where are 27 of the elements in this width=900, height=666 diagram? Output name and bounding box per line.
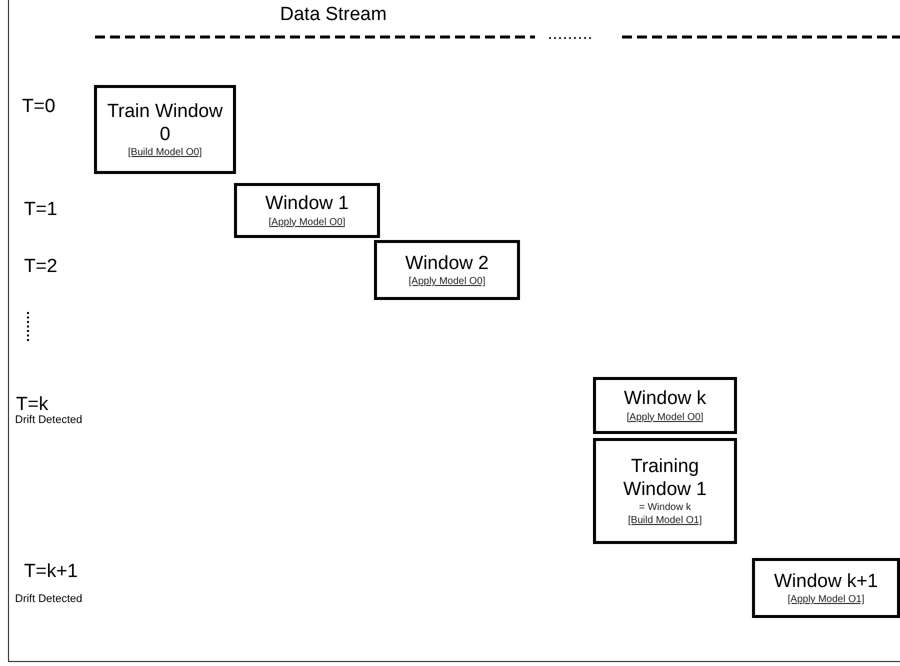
window-box bbox=[593, 438, 737, 544]
window-box bbox=[593, 377, 737, 434]
window-box bbox=[752, 558, 900, 618]
window-note: = Window k bbox=[639, 501, 691, 514]
time-label: T=1 bbox=[24, 199, 58, 222]
time-label: T=k+1 bbox=[24, 561, 78, 584]
model-action: [Build Model O0] bbox=[128, 146, 202, 160]
window-title: Window k+1 bbox=[774, 570, 878, 594]
window-title: Window 2 bbox=[405, 252, 489, 276]
model-action: [Apply Model O0] bbox=[268, 216, 346, 229]
model-action: [Build Model O1] bbox=[628, 514, 702, 528]
window-title: Window 1 bbox=[265, 192, 349, 216]
window-title: Train Window 0 bbox=[106, 100, 224, 146]
model-action: [Apply Model O1] bbox=[788, 593, 864, 606]
window-title: Training Window 1 bbox=[622, 454, 708, 502]
time-label: T=2 bbox=[24, 256, 58, 279]
window-box bbox=[374, 240, 520, 300]
status-note: Drift Detected bbox=[15, 593, 82, 606]
window-box bbox=[234, 183, 380, 238]
window-title: Window k bbox=[624, 387, 706, 411]
time-label: T=k bbox=[16, 394, 48, 415]
model-action: [Apply Model O0] bbox=[626, 410, 704, 424]
window-box bbox=[94, 85, 236, 174]
status-note: Drift Detected bbox=[15, 414, 82, 428]
stream-title: Data Stream bbox=[280, 4, 387, 27]
time-label: T=0 bbox=[22, 96, 56, 119]
model-action: [Apply Model O0] bbox=[408, 275, 486, 288]
